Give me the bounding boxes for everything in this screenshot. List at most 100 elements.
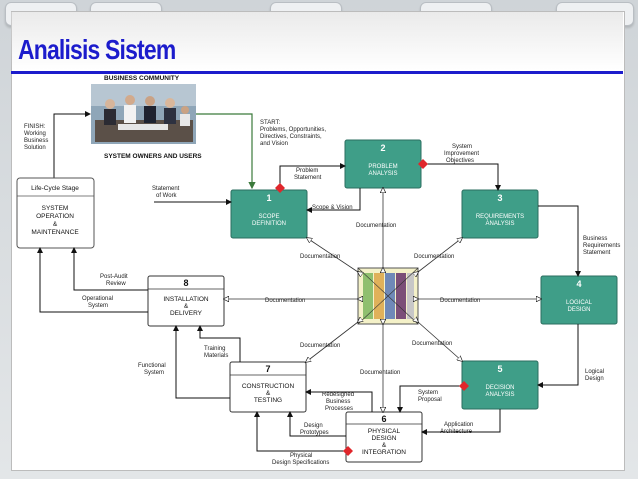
phase-5-decision-analysis: 5 DECISION ANALYSIS [461,360,539,410]
lifecycle-stage-box: Life-Cycle Stage SYSTEM OPERATION & MAIN… [16,177,95,249]
operational-system-label: Operational System [82,296,113,309]
svg-text:Statement: Statement [294,175,322,181]
svg-text:Operational: Operational [82,296,113,302]
svg-text:ANALYSIS: ANALYSIS [369,171,398,177]
svg-text:Functional: Functional [138,363,166,369]
business-requirements-label: Business Requirements Statement [583,236,620,256]
svg-text:Business: Business [24,138,48,144]
svg-text:Business: Business [326,399,350,405]
flow-logical-design [537,324,579,388]
logical-design-label: Logical Design [585,369,604,382]
svg-text:System: System [452,144,472,150]
flow-operational-system [37,247,148,313]
documentation-label: Documentation [412,341,452,347]
svg-text:INSTALLATION: INSTALLATION [163,296,209,303]
svg-text:Problems, Opportunities,: Problems, Opportunities, [260,127,326,133]
svg-text:Improvement: Improvement [444,151,479,157]
svg-text:CONSTRUCTION: CONSTRUCTION [242,383,295,390]
phase-2-problem-analysis: 2 PROBLEM ANALYSIS [344,139,422,189]
svg-text:ANALYSIS: ANALYSIS [486,392,515,398]
flow-scope-vision [306,188,361,213]
svg-text:FINISH:: FINISH: [24,124,46,130]
svg-text:8: 8 [183,278,188,288]
svg-text:4: 4 [576,279,581,289]
phase-1-scope-definition: 1 SCOPE DEFINITION [230,189,308,239]
phase-8-installation-delivery: 8 INSTALLATION & DELIVERY [147,275,225,327]
start-label: START: Problems, Opportunities, Directiv… [260,120,326,147]
svg-text:and Vision: and Vision [260,141,288,147]
svg-text:MAINTENANCE: MAINTENANCE [31,229,79,236]
svg-text:Proposal: Proposal [418,397,442,403]
svg-text:SYSTEM: SYSTEM [42,205,69,212]
diamond-icon [459,381,469,391]
finish-arrow [53,111,91,178]
svg-text:TESTING: TESTING [254,397,282,404]
svg-text:DESIGN: DESIGN [372,435,397,442]
training-materials-label: Training Materials [204,346,228,359]
svg-text:2: 2 [380,143,385,153]
svg-text:&: & [266,390,271,397]
svg-text:DEFINITION: DEFINITION [252,221,286,227]
flow-physical-specs [254,411,346,452]
flow-design-prototypes [287,411,346,437]
svg-text:Solution: Solution [24,145,46,151]
svg-text:Application: Application [444,422,473,428]
phase-6-physical-design: 6 PHYSICAL DESIGN & INTEGRATION [345,411,423,463]
documentation-label: Documentation [300,343,340,349]
diamond-icon [418,159,428,169]
documentation-label: Documentation [414,254,454,260]
problem-statement-label: Problem Statement [294,168,322,181]
svg-text:INTEGRATION: INTEGRATION [362,449,406,456]
flow-problem-statement [279,163,346,190]
owners-users-label: SYSTEM OWNERS AND USERS [104,153,202,160]
repository-cube-icon [357,267,419,325]
finish-label: FINISH: Working Business Solution [24,124,48,151]
svg-text:1: 1 [266,193,271,203]
svg-text:Business: Business [583,236,607,242]
scope-vision-label: Scope & Vision [312,205,353,211]
svg-text:Prototypes: Prototypes [300,430,329,436]
svg-text:PHYSICAL: PHYSICAL [368,428,401,435]
improvement-objectives-label: System Improvement Objectives [444,144,479,164]
documentation-label: Documentation [440,298,480,304]
svg-text:Statement: Statement [152,186,180,192]
svg-text:System: System [418,390,438,396]
statement-of-work-label: Statement of Work [152,186,180,199]
svg-text:3: 3 [497,193,502,203]
documentation-links [224,188,541,412]
documentation-label: Documentation [356,223,396,229]
slide-title: Analisis Sistem [18,34,176,65]
redesigned-processes-label: Redesigned Business Processes [322,392,354,412]
svg-text:Design: Design [585,376,604,382]
title-band [11,12,623,70]
phase-3-requirements-analysis: 3 REQUIREMENTS ANALYSIS [461,189,539,239]
svg-text:Life-Cycle Stage: Life-Cycle Stage [31,185,79,192]
functional-system-label: Functional System [138,363,166,376]
svg-text:Redesigned: Redesigned [322,392,354,398]
documentation-label: Documentation [360,370,400,376]
business-meeting-photo [91,84,196,144]
diamond-icon [343,446,353,456]
svg-text:OPERATION: OPERATION [36,213,74,220]
post-audit-label: Post-Audit Review [100,274,128,287]
svg-text:Training: Training [204,346,225,352]
physical-specs-label: Physical Design Specifications [272,453,329,466]
svg-text:of Work: of Work [156,193,178,199]
svg-text:DELIVERY: DELIVERY [170,310,203,317]
svg-text:Requirements: Requirements [583,243,620,249]
svg-text:Design Specifications: Design Specifications [272,460,329,466]
svg-text:&: & [184,303,189,310]
business-community-label: BUSINESS COMMUNITY [104,75,180,82]
svg-text:Architecture: Architecture [440,429,473,435]
svg-text:Processes: Processes [325,406,353,412]
svg-text:START:: START: [260,120,280,126]
svg-text:DESIGN: DESIGN [567,307,590,313]
flow-system-proposal [397,385,462,413]
phase-7-construction-testing: 7 CONSTRUCTION & TESTING [229,361,307,413]
svg-text:System: System [144,370,164,376]
svg-text:Objectives: Objectives [446,158,474,164]
svg-text:Directives, Constraints,: Directives, Constraints, [260,134,322,140]
design-prototypes-label: Design Prototypes [300,423,329,436]
svg-text:SCOPE: SCOPE [258,214,279,220]
documentation-label: Documentation [300,254,340,260]
